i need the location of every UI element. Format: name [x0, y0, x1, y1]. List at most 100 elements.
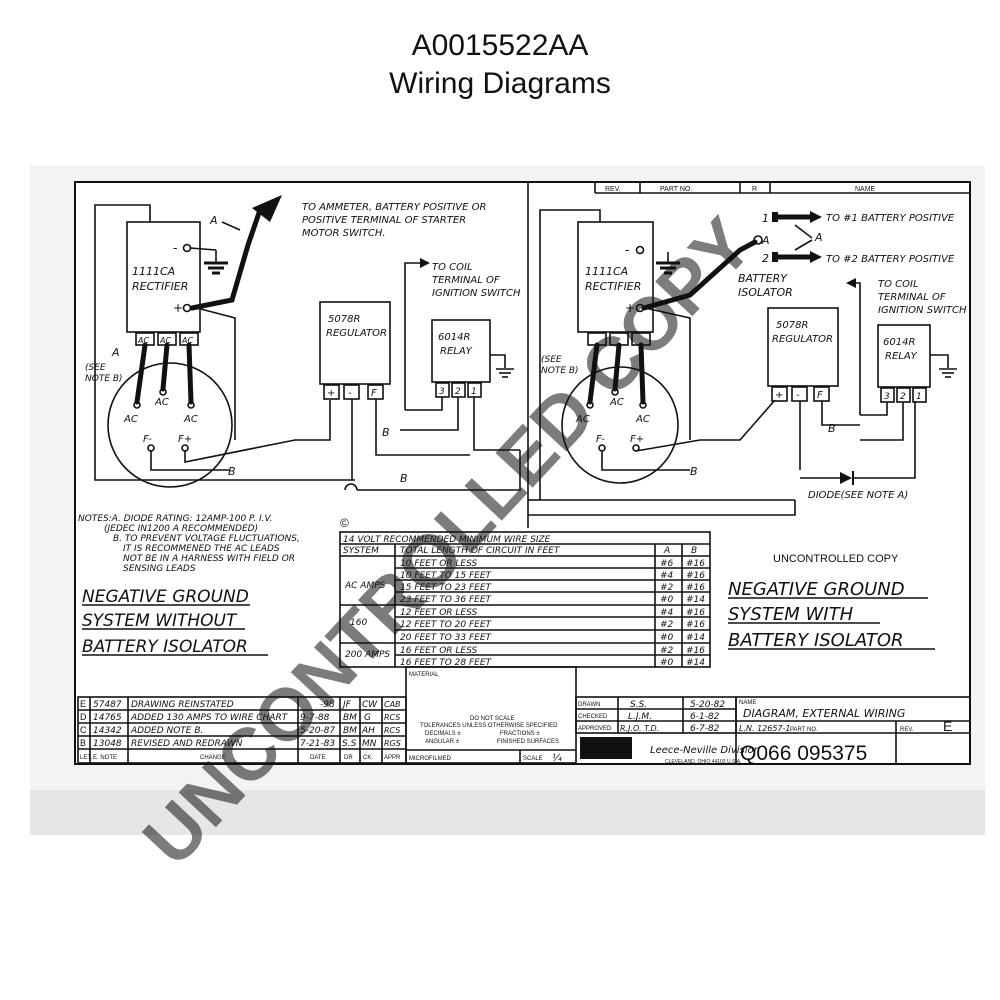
wire-row-3-length: 15 FEET TO 23 FEET: [400, 583, 493, 593]
left-relay-ground-icon: [490, 354, 514, 378]
left-battery-lead: [189, 207, 263, 311]
wire-size-table: 14 VOLT RECOMMENDED MINIMUM WIRE SIZE SY…: [339, 531, 711, 668]
page-title: Wiring Diagrams: [389, 67, 611, 100]
left-lead-b-1: B: [228, 465, 236, 478]
wire-row-3-b: #16: [686, 583, 705, 593]
right-diode-label: DIODE(SEE NOTE A): [808, 490, 908, 501]
right-regulator-label-1: 5078R: [776, 320, 808, 331]
rev-hdr-change: CHANGE: [200, 755, 226, 761]
right-see-note-2: NOTE B): [541, 366, 579, 376]
wire-row-9-b: #14: [686, 658, 705, 668]
copyright-mark: ©: [340, 516, 349, 530]
rev-b-let: B: [80, 738, 86, 748]
wire-row-7-a: #0: [660, 633, 674, 643]
left-ground-icon: [204, 250, 228, 275]
left-alternator: [107, 362, 233, 488]
left-ac-term-1: AC: [137, 336, 149, 345]
title-name-label: NAME: [739, 700, 756, 706]
material-block: MATERIAL DO NOT SCALE TOLERANCES UNLESS …: [405, 666, 577, 764]
revision-block: E 57487 DRAWING REINSTATED -98 JF CW CAB…: [77, 696, 407, 764]
checked-date: 6-1-82: [690, 712, 720, 722]
note-line-3: B. TO PREVENT VOLTAGE FLUCTUATIONS,: [113, 534, 300, 544]
right-coil-note-3: IGNITION SWITCH: [878, 305, 967, 316]
right-caption-1: NEGATIVE GROUND: [728, 579, 905, 600]
signoff-block: DRAWN S.S. 5-20-82 CHECKED L.J.M. 6-1-82…: [575, 696, 760, 765]
left-ac-term-2: AC: [159, 336, 171, 345]
title-rev: E: [943, 718, 952, 734]
wire-row-4-b: #14: [686, 595, 705, 605]
left-ac-lead-a: A: [111, 346, 120, 359]
right-regulator-label-2: REGULATOR: [772, 334, 833, 345]
title-block: NAME DIAGRAM, EXTERNAL WIRING L.N. 12657…: [735, 696, 971, 765]
rev-d-let: D: [80, 712, 87, 722]
rev-b-eno: 13048: [93, 739, 122, 749]
wire-row-2-length: 10 FEET TO 15 FEET: [400, 571, 493, 581]
right-reg-f: F: [817, 390, 823, 401]
left-alt-ac-1: AC: [123, 414, 138, 425]
left-lead-a-label: A: [209, 214, 218, 227]
rev-b-ck: MN: [362, 739, 377, 749]
wire-row-1-length: 10 FEET OR LESS: [400, 559, 478, 569]
right-isolator-label-1: BATTERY: [738, 272, 788, 285]
right-lead-b-1: B: [690, 465, 698, 478]
left-alt-ac-2: AC: [154, 397, 169, 408]
rev-b-dr: S.S: [342, 739, 357, 749]
left-coil-note-1: TO COIL: [432, 262, 473, 273]
right-plus-terminal: +: [625, 301, 635, 315]
rev-e-let: E: [80, 699, 86, 709]
approved-by: R.J.O. T.D.: [620, 724, 659, 733]
microfilmed-label: MICROFILMED: [409, 756, 452, 762]
do-not-scale: DO NOT SCALE: [470, 716, 515, 722]
left-diagram: 1111CA RECTIFIER - + AC AC AC A TO AMMET…: [82, 195, 521, 657]
right-iso-a: A: [761, 234, 770, 247]
left-relay-t3: 3: [439, 387, 445, 397]
left-see-note-1: (SEE: [85, 363, 106, 373]
rev-d-ck: G: [364, 713, 371, 723]
rev-hdr-ck: CK.: [363, 755, 373, 761]
note-line-4: IT IS RECOMMENED THE AC LEADS: [123, 544, 280, 554]
right-lead-b-2: B: [828, 422, 836, 435]
wire-row-1-a: #6: [660, 559, 674, 569]
right-isolator-label-2: ISOLATOR: [738, 286, 793, 299]
left-regulator-label-1: 5078R: [328, 314, 360, 325]
left-alt-ac-3: AC: [183, 414, 198, 425]
right-ground-icon: [656, 252, 680, 275]
left-ammeter-note-2: POSITIVE TERMINAL OF STARTER: [302, 215, 466, 226]
redaction-block: [580, 737, 632, 759]
rev-b-date: 7-21-83: [300, 739, 335, 749]
wire-row-6-length: 12 FEET TO 20 FEET: [400, 620, 493, 630]
rev-hdr-appr: APPR: [384, 755, 401, 761]
drawing-number: Q066 095375: [740, 742, 867, 765]
note-line-1: NOTES:A. DIODE RATING: 12AMP-100 P. I.V.: [78, 514, 272, 524]
left-rectifier-label-2: RECTIFIER: [132, 280, 188, 293]
rev-d-eno: 14765: [93, 713, 122, 723]
scale-value: ¼: [552, 752, 562, 764]
left-coil-note-3: IGNITION SWITCH: [432, 288, 521, 299]
rev-e-eno: 57487: [93, 700, 122, 710]
left-relay-t1: 1: [471, 387, 477, 397]
left-caption-1: NEGATIVE GROUND: [82, 587, 249, 607]
right-minus-terminal: -: [625, 243, 629, 257]
wire-row-1-b: #16: [686, 559, 705, 569]
left-relay-t2: 2: [455, 387, 461, 397]
decimals-label: DECIMALS ±: [425, 731, 461, 737]
rev-hdr-let: LET.: [80, 755, 92, 761]
paper-fold: [30, 790, 985, 835]
rev-c-dr: BM: [343, 726, 357, 736]
wire-row-5-b: #16: [686, 608, 705, 618]
checked-by: L.J.M.: [628, 712, 652, 722]
rev-c-date: 5-20-87: [300, 726, 335, 736]
wire-group-1-amps: AC AMPS: [344, 581, 386, 591]
right-reg-plus: +: [775, 390, 783, 401]
left-ammeter-note-1: TO AMMETER, BATTERY POSITIVE OR: [302, 202, 486, 213]
right-caption-2: SYSTEM WITH: [728, 604, 854, 625]
right-diagram: 1111CA RECTIFIER - + A 1 2 TO #1 BATTERY…: [528, 209, 967, 651]
left-relay-box: [431, 319, 491, 383]
wire-row-2-b: #16: [686, 571, 705, 581]
company-city: CLEVELAND, OHIO 44103 U.S.A.: [665, 759, 741, 765]
left-regulator-label-2: REGULATOR: [326, 328, 387, 339]
rev-c-appr: RCS: [384, 726, 400, 735]
wire-row-9-length: 16 FEET TO 28 FEET: [400, 658, 493, 668]
wire-table-col-system: SYSTEM: [343, 546, 379, 556]
finishes-label: FINISHED SURFACES: [497, 739, 559, 745]
